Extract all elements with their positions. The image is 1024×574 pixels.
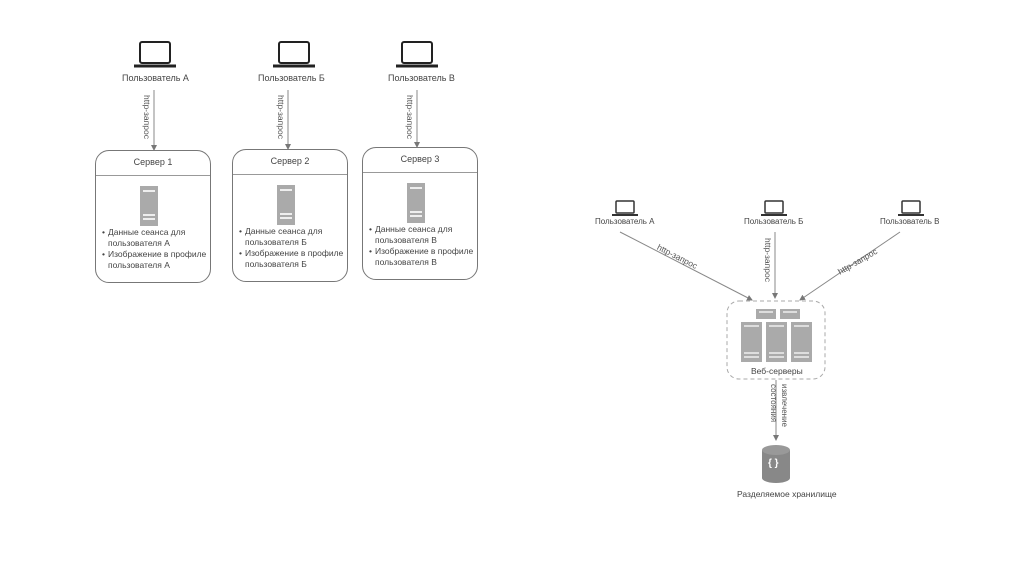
storage-label: Разделяемое хранилище [737,489,837,499]
server-box-3: Сервер 3 Данные сеанса для пользователя … [362,147,478,280]
arrow-r-user-a [619,231,753,301]
r-user-label-v: Пользователь В [880,217,940,226]
server-box-1: Сервер 1 Данные сеанса для пользователя … [95,150,211,283]
laptop-icon [134,41,176,68]
web-server-top-2 [780,309,800,319]
server-item: Изображение в профиле пользователя А [102,249,210,271]
laptop-icon [898,200,924,216]
server-icon [277,185,295,225]
server-title: Сервер 1 [133,157,173,167]
state-label-2: состояния [769,384,778,423]
arrow-r-user-v [799,231,901,301]
server-item: Данные сеанса для пользователя Б [239,226,347,248]
server-item: Изображение в профиле пользователя В [369,246,477,268]
r-user-label-b: Пользователь Б [744,217,804,226]
request-label: http-запрос [276,95,286,139]
server-title: Сервер 2 [270,156,310,166]
server-icon [407,183,425,223]
web-server-3 [791,322,812,362]
web-server-1 [741,322,762,362]
storage-icon [762,445,790,483]
web-servers-label: Веб-серверы [751,366,803,376]
server-title: Сервер 3 [400,154,440,164]
user-label-b: Пользователь Б [258,73,325,83]
request-label: http-запрос [142,95,152,139]
state-label-1: извлечение [780,384,789,428]
r-request-label-b: http-запрос [763,238,773,282]
laptop-icon [273,41,315,68]
server-item: Данные сеанса для пользователя А [102,227,210,249]
r-user-label-a: Пользователь А [595,217,655,226]
server-item: Изображение в профиле пользователя Б [239,248,347,270]
server-icon [140,186,158,226]
laptop-icon [396,41,438,68]
user-label-v: Пользователь В [388,73,455,83]
web-server-2 [766,322,787,362]
web-server-top-1 [756,309,776,319]
server-box-2: Сервер 2 Данные сеанса для пользователя … [232,149,348,282]
laptop-icon [612,200,638,216]
user-label-a: Пользователь А [122,73,189,83]
server-item: Данные сеанса для пользователя В [369,224,477,246]
web-servers-group [726,300,826,380]
laptop-icon [761,200,787,216]
request-label: http-запрос [405,95,415,139]
storage-braces: { } [768,458,779,469]
